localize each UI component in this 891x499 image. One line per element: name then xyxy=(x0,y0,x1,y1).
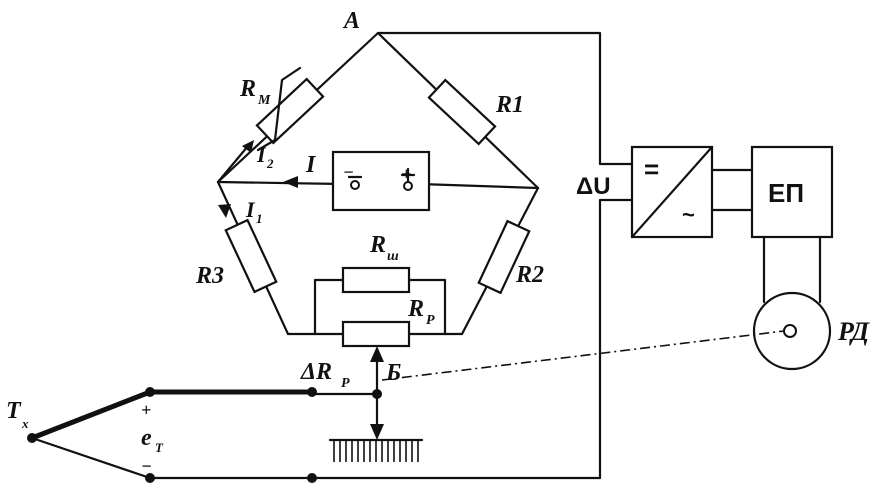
mechanical-link xyxy=(381,330,785,381)
resistor-r1 xyxy=(427,78,497,146)
current-i1-label: I xyxy=(245,197,256,222)
amplifier-label: ЕП xyxy=(768,178,804,208)
rp-subscript: P xyxy=(426,313,435,328)
r2-label: R2 xyxy=(515,262,544,288)
converter-ac-label: ~ xyxy=(682,202,695,227)
battery-minus-label: − xyxy=(343,162,354,182)
current-i2-label: I xyxy=(256,142,267,167)
thermocouple-label: T xyxy=(6,398,22,424)
current-i-label: I xyxy=(305,152,317,178)
delta-rp-subscript: P xyxy=(341,376,350,391)
battery-plus-label: + xyxy=(401,164,411,184)
rsh-subscript: ш xyxy=(387,249,399,264)
emf-minus-sign: − xyxy=(141,456,152,476)
resistor-r2 xyxy=(477,219,531,295)
junction-dots xyxy=(27,387,382,483)
current-i1-subscript: 1 xyxy=(256,211,263,226)
rsh-label: R xyxy=(369,232,386,258)
thermocouple-minus-leg xyxy=(30,436,152,480)
current-i2-arrow xyxy=(242,140,254,153)
emf-plus-sign: + xyxy=(141,400,151,420)
current-i-arrow xyxy=(283,176,298,188)
thermocouple-plus-leg xyxy=(29,389,153,441)
resistor-rsh xyxy=(341,266,411,294)
thermocouple-subscript: x xyxy=(21,416,29,431)
current-i2-stem xyxy=(216,144,250,184)
delta-u-label: ΔU xyxy=(576,173,611,200)
resistor-rm xyxy=(255,77,325,145)
amplifier-box xyxy=(750,145,834,239)
motor-shaft xyxy=(783,324,797,338)
slider-arrow xyxy=(370,346,384,362)
rm-subscript: М xyxy=(257,93,271,108)
ground-arrow xyxy=(370,424,384,440)
r1-label: R1 xyxy=(495,92,524,118)
node-b-label: Б xyxy=(385,360,401,386)
converter-diagonal xyxy=(630,145,714,239)
resistor-rp xyxy=(341,320,411,348)
rm-label: R xyxy=(239,76,256,102)
emf-subscript: T xyxy=(155,440,164,455)
ground-hatch xyxy=(333,440,419,462)
rp-label: R xyxy=(407,296,424,322)
motor-label: РД xyxy=(837,317,870,346)
battery-box xyxy=(331,150,431,212)
battery-plus-terminal xyxy=(403,181,413,191)
current-i1-arrow xyxy=(218,204,231,218)
r3-label: R3 xyxy=(195,263,224,289)
current-i2-subscript: 2 xyxy=(266,156,274,171)
resistor-r3 xyxy=(224,218,278,294)
delta-rp-label: ΔR xyxy=(300,359,332,385)
node-a-label: A xyxy=(342,8,360,34)
emf-label: e xyxy=(141,425,152,451)
converter-dc-label: = xyxy=(644,154,659,184)
battery-minus-terminal xyxy=(350,180,360,190)
rm-adjust-line xyxy=(256,66,302,152)
